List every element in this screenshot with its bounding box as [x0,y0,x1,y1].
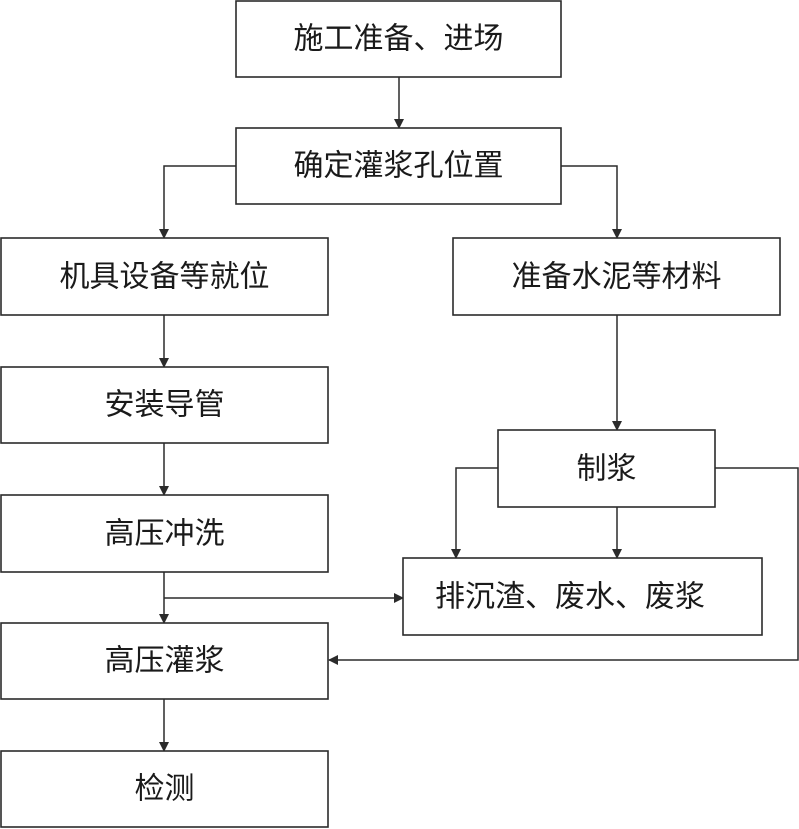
node-drain-waste: 排沉渣、废水、废浆 [402,557,763,636]
node-flush-label: 高压冲洗 [105,517,225,552]
edge-make-slurry-to-drain-left [451,467,498,559]
node-locate-label: 确定灌浆孔位置 [294,149,504,184]
node-materials-label: 准备水泥等材料 [512,260,722,295]
node-prepare: 施工准备、进场 [235,0,562,78]
edge-locate-to-equipment [159,165,236,239]
node-flush: 高压冲洗 [0,494,329,573]
edge-locate-to-materials [561,165,622,239]
node-drain-waste-label: 排沉渣、废水、废浆 [435,580,705,615]
node-prepare-label: 施工准备、进场 [294,22,504,57]
edge-make-slurry-to-grout [328,467,799,665]
node-equipment: 机具设备等就位 [0,237,329,316]
node-install-pipe-label: 安装导管 [105,388,225,423]
node-grout: 高压灌浆 [0,622,329,700]
node-locate: 确定灌浆孔位置 [235,127,562,205]
node-install-pipe: 安装导管 [0,366,329,444]
node-equipment-label: 机具设备等就位 [60,260,270,295]
node-inspect: 检测 [0,750,329,828]
node-make-slurry: 制浆 [497,429,716,508]
node-make-slurry-label: 制浆 [577,452,637,487]
node-inspect-label: 检测 [135,772,195,807]
node-materials: 准备水泥等材料 [452,237,781,316]
flow-edges [159,77,799,752]
node-grout-label: 高压灌浆 [105,644,225,679]
